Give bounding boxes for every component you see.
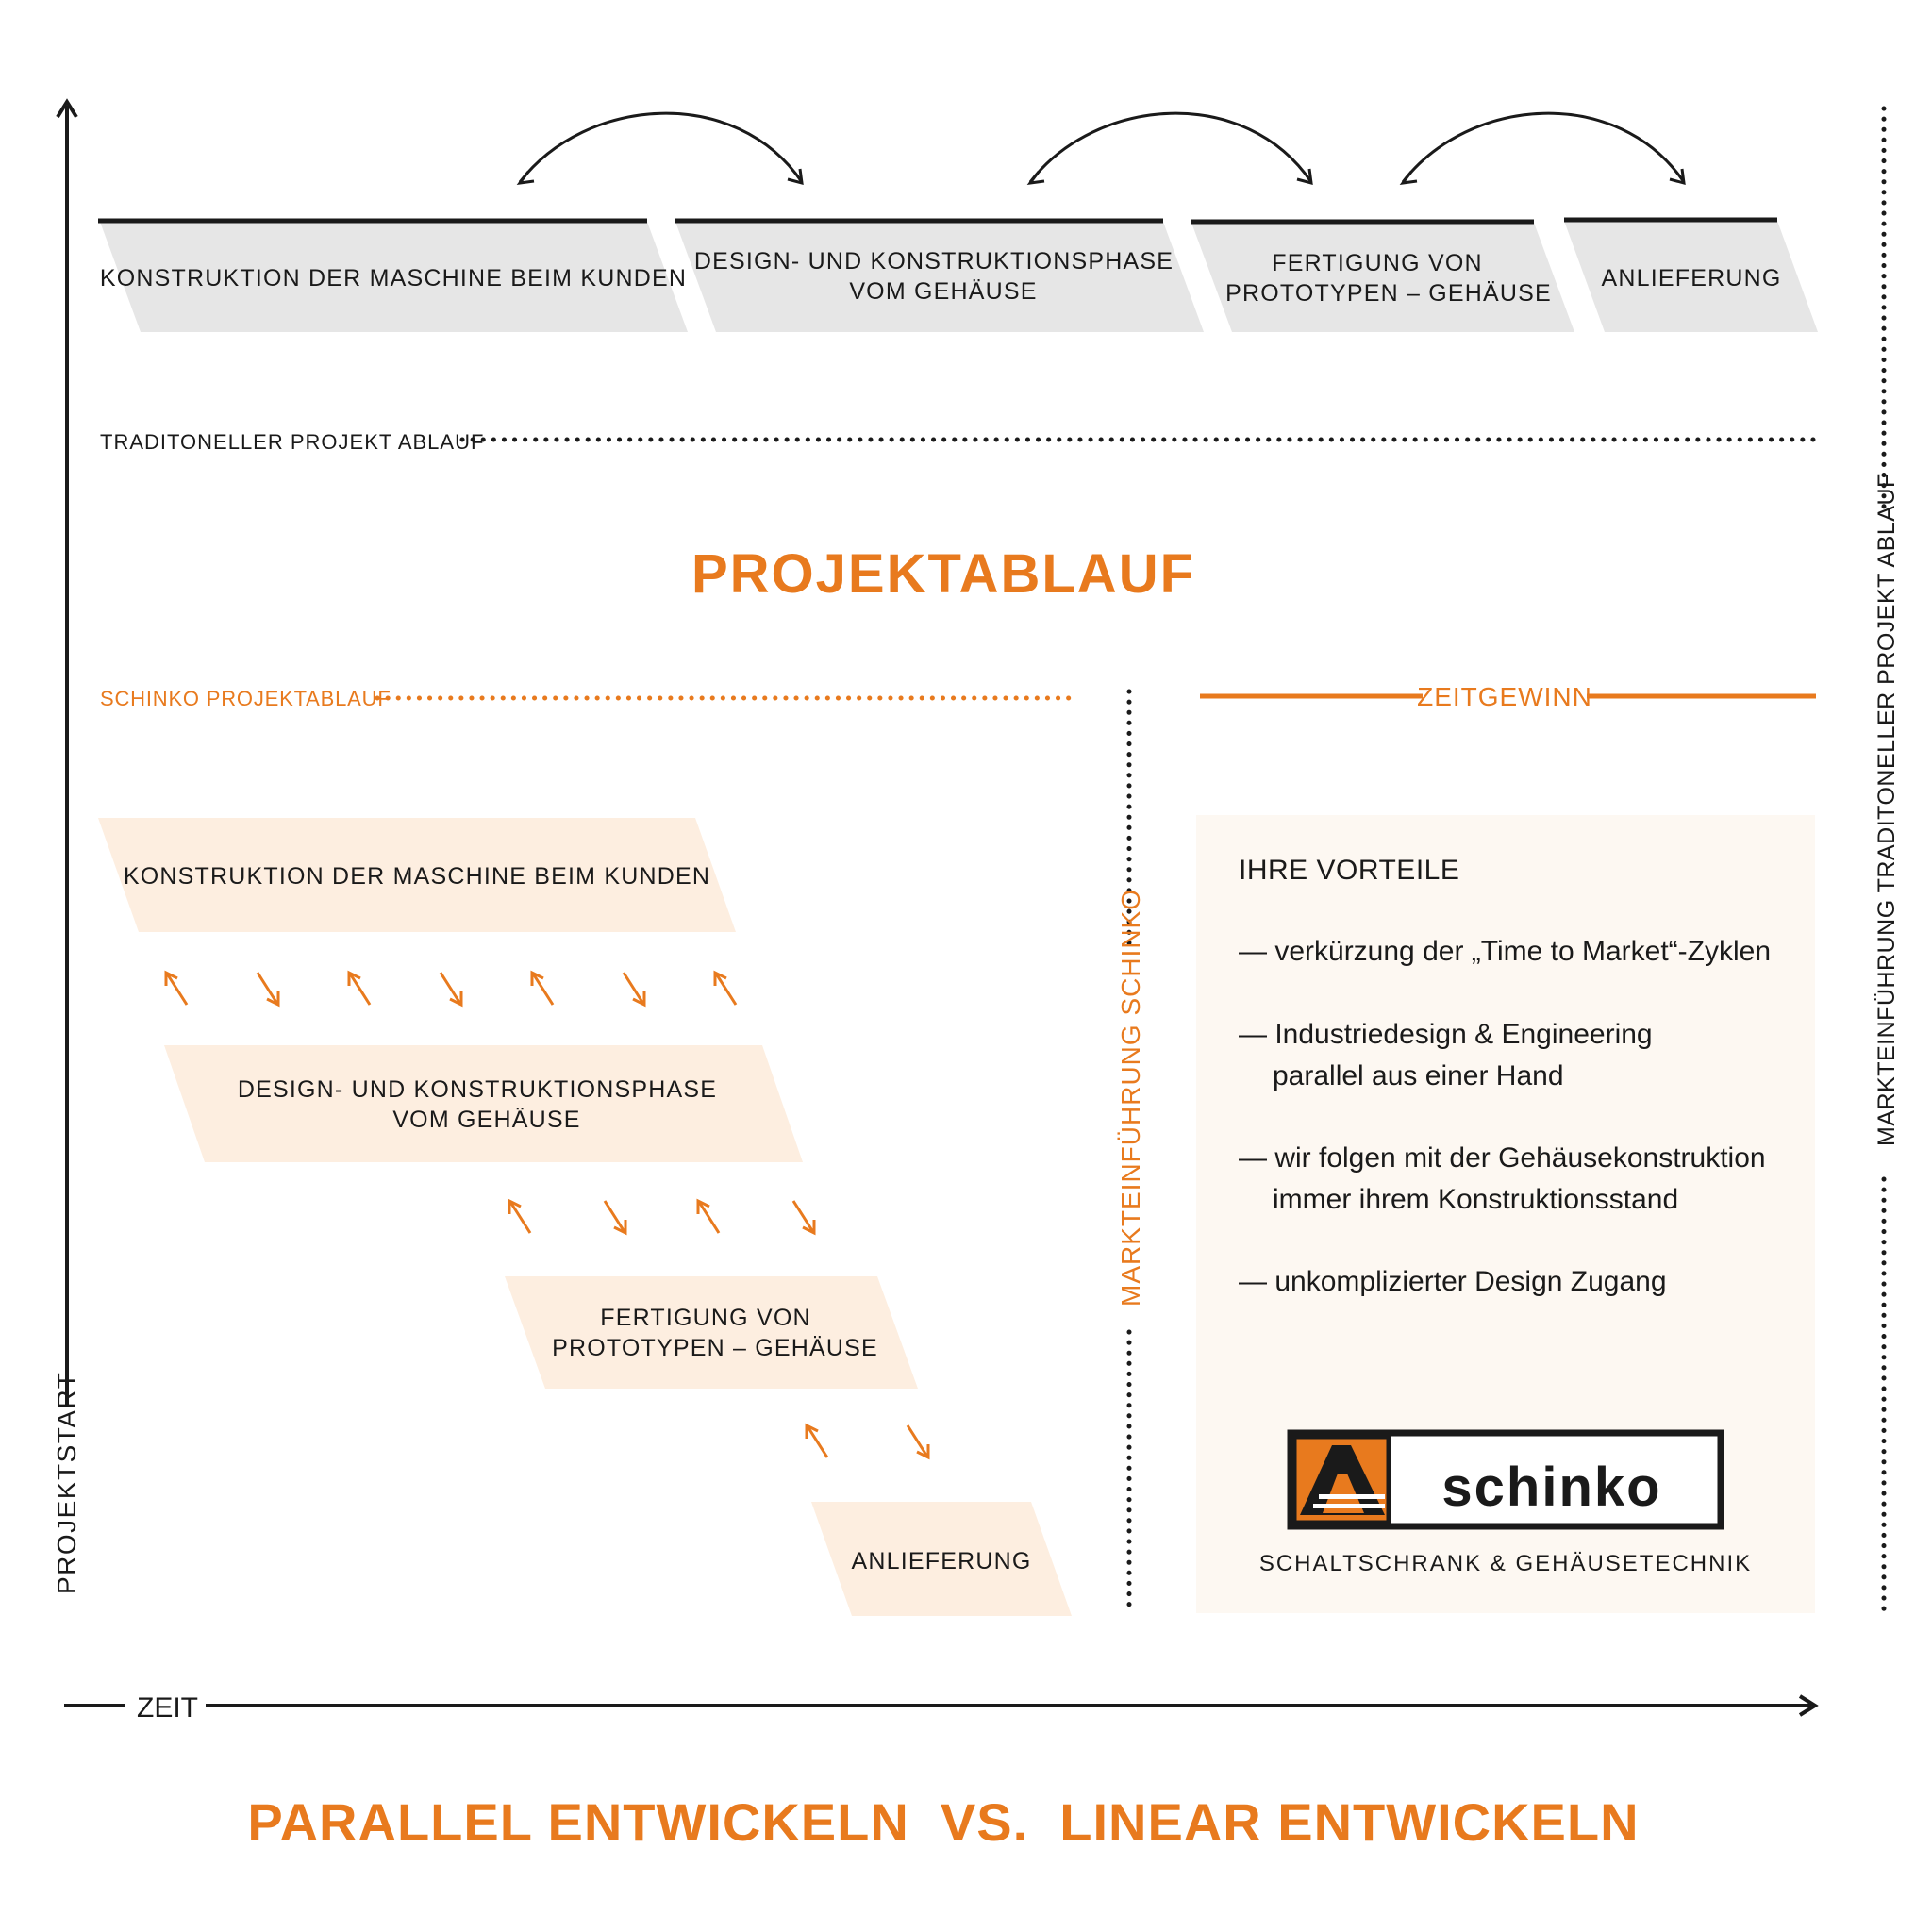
traditional-phase-4-label: ANLIEFERUNG (1601, 265, 1781, 291)
x-axis: ZEIT (64, 1692, 1819, 1724)
x-axis-label: ZEIT (137, 1692, 198, 1724)
exchange-arrow-down-icon (256, 972, 280, 1008)
traditional-flow-line: TRADITONELLER PROJEKT ABLAUF (100, 430, 1824, 454)
advantages-panel: IHRE VORTEILE — verkürzung der „Time to … (1196, 815, 1815, 1613)
schinko-phase-4-label: ANLIEFERUNG (851, 1548, 1031, 1574)
traditional-phase-3: FERTIGUNG VON PROTOTYPEN – GEHÄUSE (1191, 219, 1574, 332)
schinko-phase-4: ANLIEFERUNG (811, 1502, 1072, 1616)
advantage-item-2-line2: parallel aus einer Hand (1273, 1060, 1564, 1091)
exchange-arrow-up-icon (805, 1423, 829, 1458)
exchange-arrow-up-icon (696, 1198, 721, 1234)
schinko-flow-label: SCHINKO PROJEKTABLAUF (100, 687, 391, 710)
traditional-phase-2-label-line2: VOM GEHÄUSE (849, 278, 1037, 305)
schinko-phase-1: KONSTRUKTION DER MASCHINE BEIM KUNDEN (98, 818, 736, 932)
advantage-item-3-line2: immer ihrem Konstruktionsstand (1273, 1184, 1678, 1215)
schinko-market-launch-label: MARKTEINFÜHRUNG SCHINKO (1116, 889, 1145, 1307)
handoff-arc-2-left-arrowhead-icon (1026, 171, 1045, 185)
exchange-arrow-down-icon (439, 972, 463, 1008)
exchange-arrows (164, 970, 930, 1460)
traditional-phase-1: KONSTRUKTION DER MASCHINE BEIM KUNDEN (98, 218, 688, 332)
advantage-item-2-line1: — Industriedesign & Engineering (1239, 1019, 1653, 1050)
y-axis-arrowhead-icon (56, 98, 78, 119)
exchange-arrow-up-icon (713, 970, 738, 1006)
schinko-phase-2: DESIGN- UND KONSTRUKTIONSPHASE VOM GEHÄU… (164, 1045, 803, 1162)
traditional-market-launch-label: MARKTEINFÜHRUNG TRADITONELLER PROJEKT AB… (1874, 473, 1900, 1146)
y-axis: PROJEKTSTART (52, 98, 81, 1594)
traditional-phase-3-label-line1: FERTIGUNG VON (1272, 250, 1483, 276)
schinko-logo-tagline: SCHALTSCHRANK & GEHÄUSETECHNIK (1259, 1551, 1752, 1576)
exchange-arrow-up-icon (347, 970, 372, 1006)
time-gain: ZEITGEWINN (1200, 682, 1816, 711)
advantage-item-3-line1: — wir folgen mit der Gehäusekonstruktion (1239, 1142, 1766, 1174)
handoff-arrows (516, 111, 1686, 186)
traditional-phase-4: ANLIEFERUNG (1564, 217, 1818, 332)
exchange-arrow-down-icon (603, 1200, 627, 1236)
handoff-arc-2-right-arrowhead-icon (1296, 168, 1313, 186)
schinko-flow-line: SCHINKO PROJEKTABLAUF (100, 687, 1074, 710)
traditional-market-launch: MARKTEINFÜHRUNG TRADITONELLER PROJEKT AB… (1874, 106, 1900, 1616)
traditional-phases: KONSTRUKTION DER MASCHINE BEIM KUNDEN DE… (98, 217, 1818, 332)
exchange-arrow-up-icon (508, 1198, 532, 1234)
schinko-phase-1-label: KONSTRUKTION DER MASCHINE BEIM KUNDEN (124, 863, 710, 890)
handoff-arc-1-right-arrowhead-icon (787, 168, 804, 186)
main-title: PROJEKTABLAUF (691, 543, 1195, 605)
exchange-arrow-down-icon (791, 1200, 816, 1236)
traditional-phase-3-label-line2: PROTOTYPEN – GEHÄUSE (1225, 280, 1552, 307)
schinko-phase-2-label-line1: DESIGN- UND KONSTRUKTIONSPHASE (238, 1076, 717, 1103)
handoff-arc-3-right-arrowhead-icon (1669, 168, 1686, 186)
exchange-arrow-down-icon (906, 1424, 930, 1460)
traditional-phase-2: DESIGN- UND KONSTRUKTIONSPHASE VOM GEHÄU… (675, 218, 1204, 332)
advantage-item-4: — unkomplizierter Design Zugang (1239, 1266, 1667, 1297)
schinko-market-launch: MARKTEINFÜHRUNG SCHINKO (1116, 689, 1145, 1616)
footer-title: PARALLEL ENTWICKELN VS. LINEAR ENTWICKEL… (247, 1792, 1639, 1852)
handoff-arc-2 (1028, 111, 1313, 183)
exchange-arrow-down-icon (622, 972, 646, 1008)
advantages-title: IHRE VORTEILE (1239, 855, 1459, 886)
traditional-flow-label: TRADITONELLER PROJEKT ABLAUF (100, 430, 484, 454)
schinko-phases: KONSTRUKTION DER MASCHINE BEIM KUNDEN DE… (98, 818, 1072, 1616)
y-axis-label: PROJEKTSTART (52, 1372, 81, 1594)
traditional-phase-1-label: KONSTRUKTION DER MASCHINE BEIM KUNDEN (100, 265, 687, 291)
exchange-arrow-up-icon (164, 970, 189, 1006)
advantage-item-1: — verkürzung der „Time to Market“-Zyklen (1239, 936, 1771, 967)
schinko-phase-3: FERTIGUNG VON PROTOTYPEN – GEHÄUSE (505, 1276, 918, 1389)
time-gain-label: ZEITGEWINN (1417, 682, 1592, 711)
exchange-arrow-up-icon (530, 970, 555, 1006)
schinko-logo: schinko SCHALTSCHRANK & GEHÄUSETECHNIK (1259, 1429, 1752, 1576)
handoff-arc-3 (1401, 111, 1686, 183)
schinko-logo-wordmark: schinko (1441, 1457, 1661, 1518)
handoff-arc-3-left-arrowhead-icon (1399, 171, 1418, 185)
schinko-phase-3-label-line1: FERTIGUNG VON (600, 1305, 811, 1331)
schinko-logo-mark-icon (1300, 1445, 1385, 1515)
handoff-arc-1 (518, 111, 804, 183)
handoff-arc-1-left-arrowhead-icon (516, 171, 535, 185)
schinko-phase-2-label-line2: VOM GEHÄUSE (392, 1107, 580, 1133)
x-axis-arrowhead-icon (1798, 1694, 1819, 1717)
traditional-phase-2-label-line1: DESIGN- UND KONSTRUKTIONSPHASE (694, 248, 1174, 275)
schinko-phase-3-label-line2: PROTOTYPEN – GEHÄUSE (552, 1335, 878, 1361)
